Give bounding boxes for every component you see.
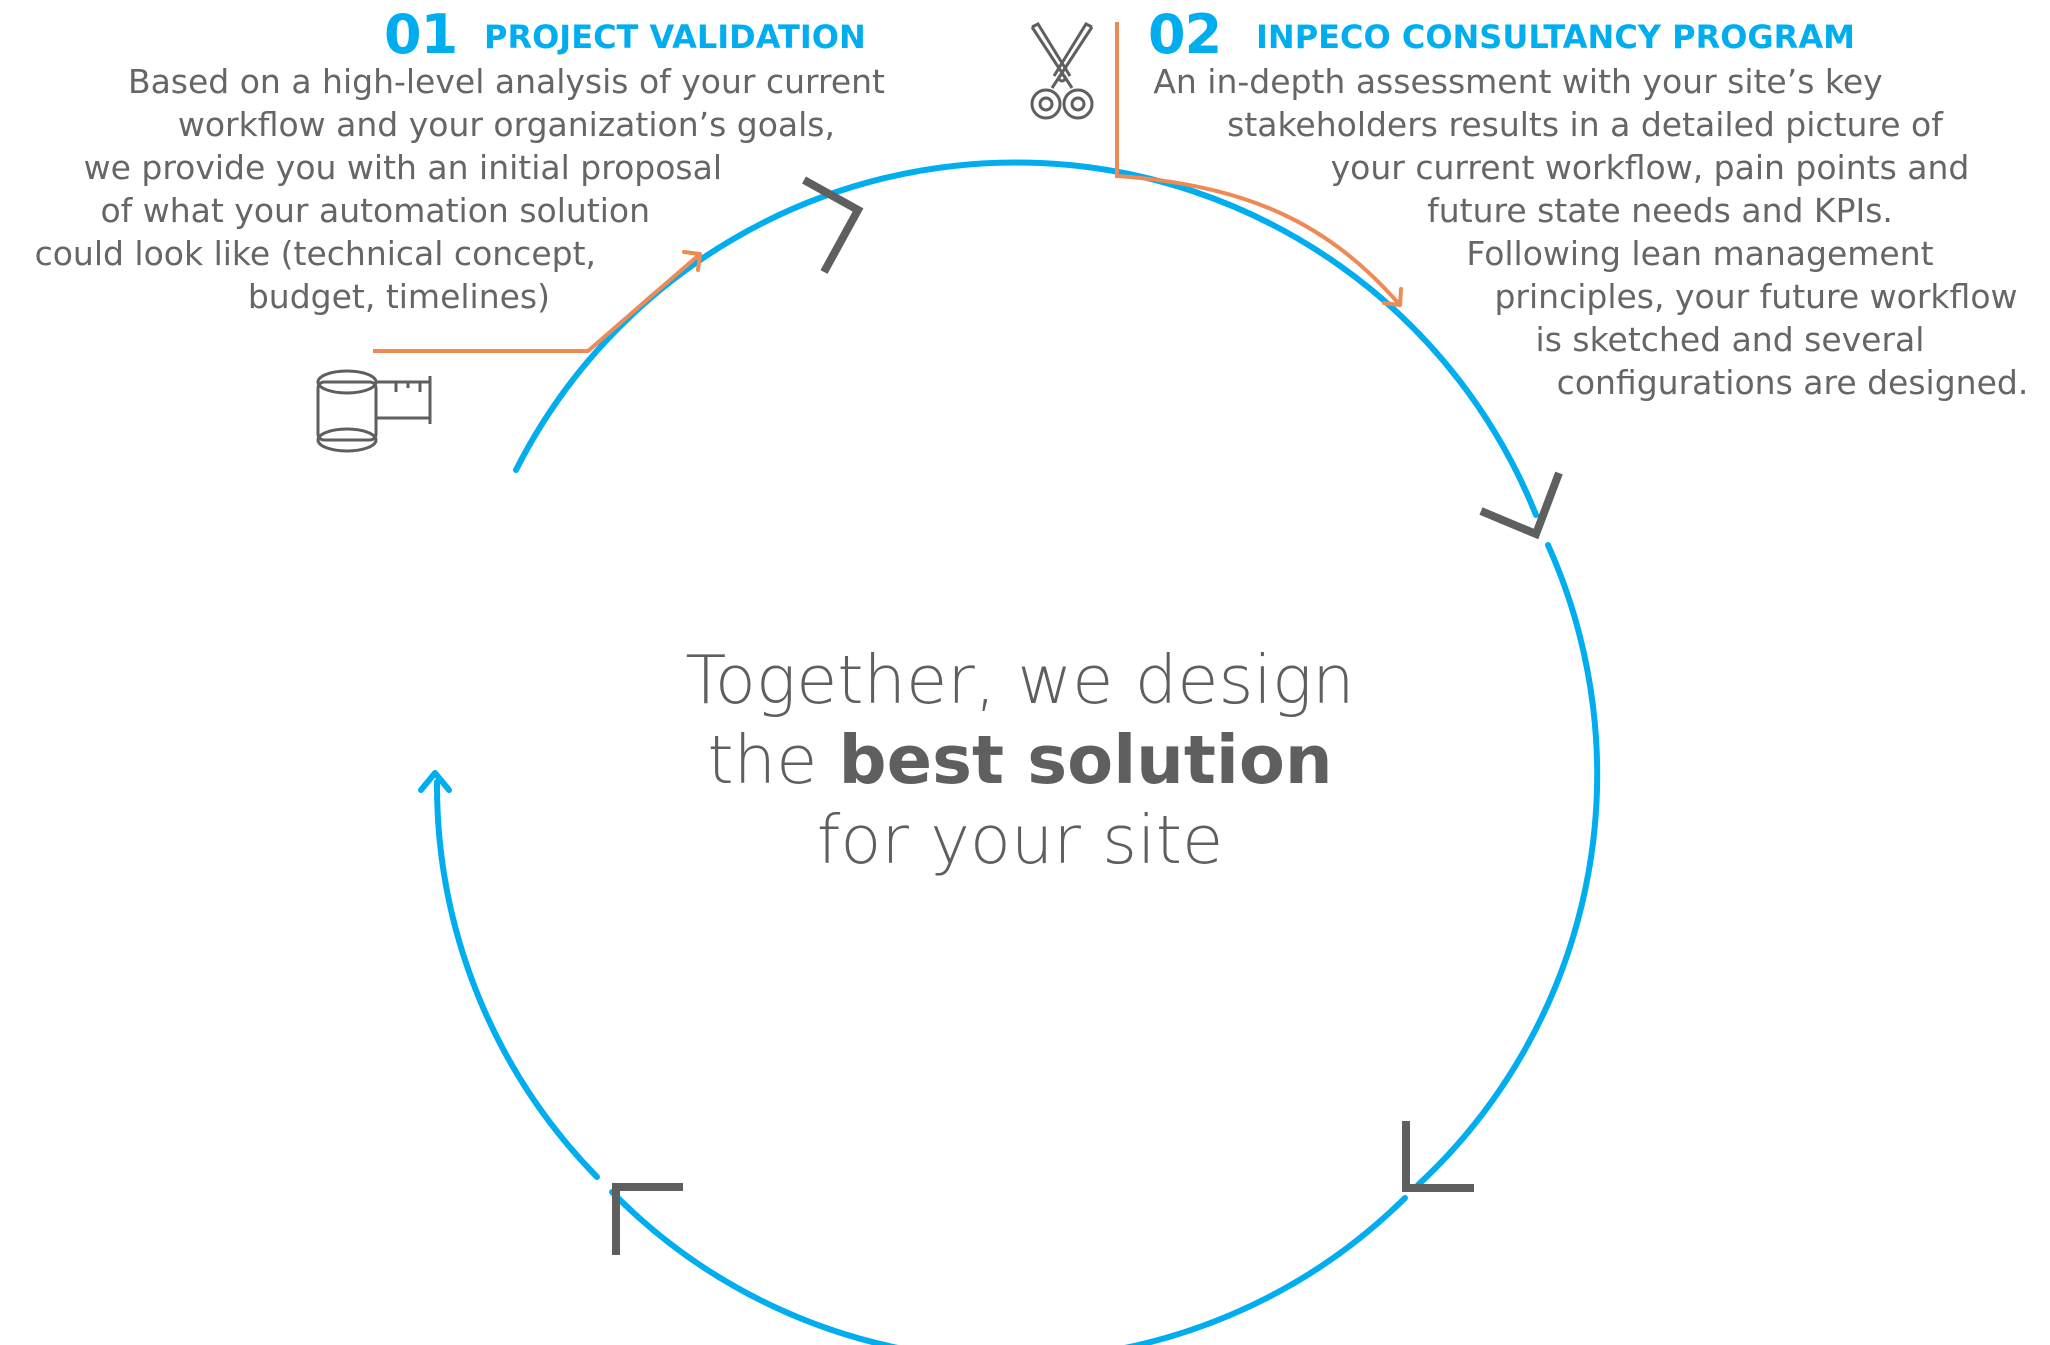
- step1-title: PROJECT VALIDATION: [484, 18, 866, 56]
- scissors-icon: [1030, 22, 1094, 120]
- step2-text-line-7: is sketched and several: [1535, 320, 1925, 359]
- step2-title: INPECO CONSULTANCY PROGRAM: [1256, 18, 1855, 56]
- step2-text-line-1: An in-depth assessment with your site’s …: [1153, 62, 1883, 101]
- step2-text-line-2: stakeholders results in a detailed pictu…: [1227, 105, 1943, 144]
- step1-text-line-3: we provide you with an initial proposal: [83, 148, 722, 187]
- gray-chevron-bottom-right-icon: [1402, 1121, 1474, 1192]
- connector-arrowhead-step2-icon: [1382, 287, 1403, 307]
- step1-text-line-5: could look like (technical concept,: [34, 234, 596, 273]
- cycle-arc-left: [433, 779, 600, 1180]
- measuring-tape-icon: [316, 369, 432, 453]
- step2-text-line-4: future state needs and KPIs.: [1427, 191, 1893, 230]
- center-line-2-emphasis: best solution: [838, 721, 1333, 799]
- gray-chevron-top-icon: [802, 176, 864, 274]
- gray-chevron-right-icon: [1479, 471, 1563, 540]
- connector-arrow-step2: [1115, 22, 1402, 307]
- center-line-2: the best solution: [620, 720, 1420, 800]
- step2-text-line-5: Following lean management: [1466, 234, 1934, 273]
- step2-number: 02: [1148, 3, 1222, 66]
- connector-arrowhead-step1-icon: [682, 250, 702, 272]
- center-line-2-prefix: the: [707, 721, 818, 799]
- cycle-arrowhead-icon: [418, 770, 452, 793]
- step2-text-line-3: your current workflow, pain points and: [1330, 148, 1970, 187]
- step1-number: 01: [384, 3, 458, 66]
- step1-text-line-4: of what your automation solution: [100, 191, 650, 230]
- step1-text-line-1: Based on a high-level analysis of your c…: [127, 62, 885, 101]
- connector-arrow-step1: [373, 252, 702, 353]
- center-line-3: for your site: [816, 801, 1224, 879]
- step2-text-line-8: configurations are designed.: [1556, 363, 2029, 402]
- step1-text-line-6: budget, timelines): [247, 277, 550, 316]
- step1-text-line-2: workflow and your organization’s goals,: [177, 105, 835, 144]
- gray-chevron-bottom-left-icon: [612, 1183, 683, 1255]
- cycle-arc-right: [1415, 542, 1601, 1188]
- center-line-1: Together, we design: [685, 641, 1355, 719]
- step2-text-line-6: principles, your future workflow: [1494, 277, 2018, 316]
- center-statement: Together, we design the best solution fo…: [620, 640, 1420, 880]
- cycle-arc-bottom: [609, 1189, 1408, 1345]
